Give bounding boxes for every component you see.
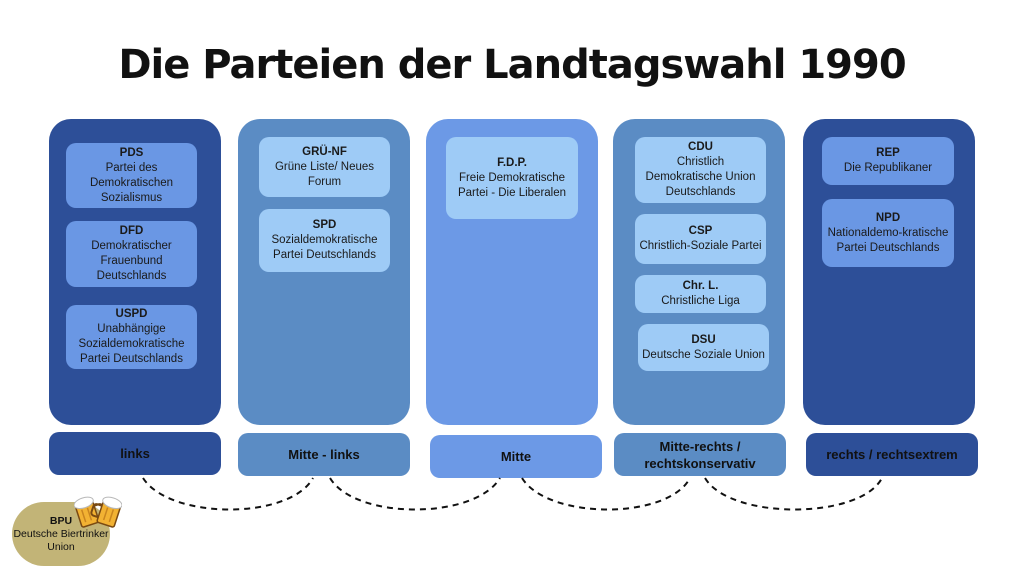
party-card-uspd: USPD Unabhängige Sozialdemokratische Par… [66, 305, 197, 369]
column-rechts: REP Die Republikaner NPD Nationaldemo-kr… [803, 119, 975, 425]
column-mitte: F.D.P. Freie Demokratische Partei - Die … [426, 119, 598, 425]
party-card-fdp: F.D.P. Freie Demokratische Partei - Die … [446, 137, 578, 219]
arc-mitte-rechts-rechts [704, 477, 883, 511]
party-name: Christlich-Soziale Partei [639, 240, 762, 252]
party-name: Demokratischer Frauenbund Deutschlands [91, 240, 172, 282]
party-card-rep: REP Die Republikaner [822, 137, 954, 185]
party-card-grue-nf: GRÜ-NF Grüne Liste/ Neues Forum [259, 137, 390, 197]
party-card-chr-l: Chr. L. Christliche Liga [635, 275, 766, 313]
badge-abbr: BPU [49, 514, 73, 527]
party-abbr: DSU [691, 333, 716, 346]
spectrum-label-mitte: Mitte [430, 435, 602, 478]
party-name: Partei des Demokratischen Sozialismus [89, 161, 174, 204]
party-name: Christliche Liga [661, 295, 740, 307]
party-card-spd: SPD Sozialdemokratische Partei Deutschla… [259, 209, 390, 272]
party-name: Grüne Liste/ Neues Forum [274, 160, 375, 188]
party-card-cdu: CDU Christlich Demokratische Union Deuts… [635, 137, 766, 203]
beer-mugs-icon [74, 496, 122, 528]
party-abbr: PDS [119, 146, 144, 159]
party-card-pds: PDS Partei des Demokratischen Sozialismu… [66, 143, 197, 208]
party-abbr: SPD [312, 219, 337, 231]
party-name: Die Republikaner [843, 162, 933, 174]
party-card-npd: NPD Nationaldemo-kratische Partei Deutsc… [822, 199, 954, 267]
arc-links-mitte-links [142, 477, 314, 511]
party-abbr: USPD [115, 308, 148, 320]
badge-name: Deutsche Biertrinker Union [13, 527, 109, 553]
party-card-dsu: DSU Deutsche Soziale Union [638, 324, 769, 371]
spectrum-label-links: links [49, 432, 221, 475]
party-name: Deutsche Soziale Union [642, 348, 765, 361]
party-abbr: REP [876, 147, 900, 159]
party-name: Unabhängige Sozialdemokratische Partei D… [78, 323, 185, 365]
party-card-csp: CSP Christlich-Soziale Partei [635, 214, 766, 264]
party-abbr: DFD [119, 225, 144, 237]
party-abbr: Chr. L. [682, 280, 719, 292]
party-abbr: NPD [875, 211, 901, 224]
party-abbr: GRÜ-NF [302, 145, 347, 158]
party-name: Christlich Demokratische Union Deutschla… [645, 156, 756, 198]
arc-mitte-mitte-rechts [521, 477, 691, 511]
party-abbr: F.D.P. [497, 156, 527, 169]
party-name: Nationaldemo-kratische Partei Deutschlan… [827, 226, 949, 254]
party-name: Freie Demokratische Partei - Die Liberal… [457, 171, 567, 199]
party-abbr: CDU [688, 141, 713, 153]
spectrum-label-mitte-rechts: Mitte-rechts / rechtskonservativ [614, 433, 786, 476]
column-links: PDS Partei des Demokratischen Sozialismu… [49, 119, 221, 425]
arc-mitte-links-mitte [329, 477, 501, 511]
spectrum-label-mitte-links: Mitte - links [238, 433, 410, 476]
party-card-dfd: DFD Demokratischer Frauenbund Deutschlan… [66, 221, 197, 287]
page-title: Die Parteien der Landtagswahl 1990 [118, 42, 906, 88]
party-abbr: CSP [688, 225, 713, 237]
party-name: Sozialdemokratische Partei Deutschlands [271, 234, 378, 261]
column-mitte-links: GRÜ-NF Grüne Liste/ Neues Forum SPD Sozi… [238, 119, 410, 425]
column-mitte-rechts: CDU Christlich Demokratische Union Deuts… [613, 119, 785, 425]
spectrum-label-rechts: rechts / rechtsextrem [806, 433, 978, 476]
